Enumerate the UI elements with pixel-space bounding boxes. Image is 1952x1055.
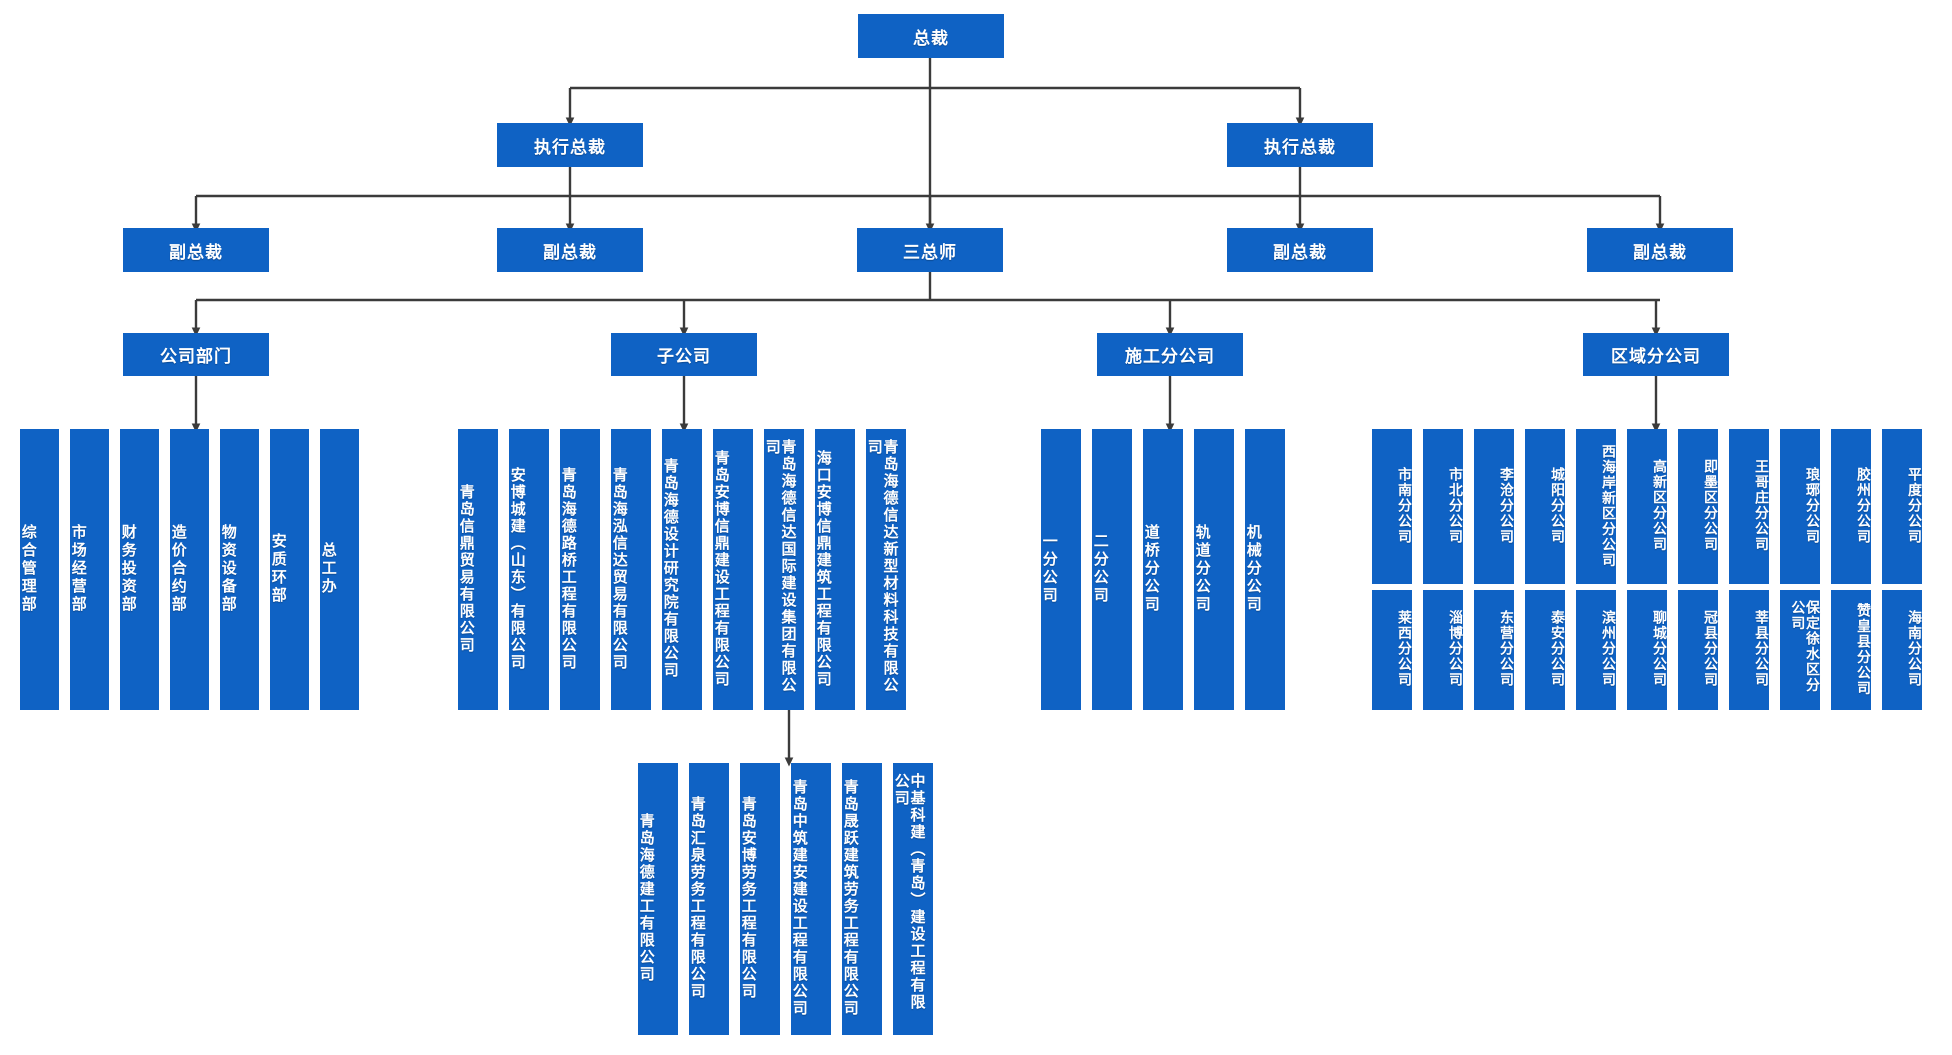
dept-box-5[interactable]: 物资设备部	[220, 429, 259, 710]
regional-branch-box-row2-8[interactable]: 莘县分公司	[1729, 590, 1770, 710]
regional-branch-box-3[interactable]: 李沧分公司	[1474, 429, 1515, 584]
node-president[interactable]: 总裁	[858, 14, 1004, 58]
regional-branch-box-6[interactable]: 高新区分公司	[1627, 429, 1668, 584]
construction-branch-box-2[interactable]: 二分公司	[1092, 429, 1132, 710]
subsidiary-labor-box-6[interactable]: 中基科建（青岛）建设工程有限公司	[893, 763, 933, 1035]
regional-branch-box-4[interactable]: 城阳分公司	[1525, 429, 1566, 584]
dept-box-2[interactable]: 市场经营部	[70, 429, 109, 710]
regional-branch-box-row2-11[interactable]: 海南分公司	[1882, 590, 1923, 710]
subsidiary-box-7[interactable]: 青岛海德信达国际建设集团有限公司	[764, 429, 804, 710]
subsidiary-box-4[interactable]: 青岛海泓信达贸易有限公司	[611, 429, 651, 710]
regional-branch-box-row2-10[interactable]: 赞皇县分公司	[1831, 590, 1872, 710]
construction-branch-box-4[interactable]: 轨道分公司	[1194, 429, 1234, 710]
subsidiary-box-6[interactable]: 青岛安博信鼎建设工程有限公司	[713, 429, 753, 710]
regional-branch-box-2[interactable]: 市北分公司	[1423, 429, 1464, 584]
subsidiary-box-3[interactable]: 青岛海德路桥工程有限公司	[560, 429, 600, 710]
dept-box-7[interactable]: 总工办	[320, 429, 359, 710]
node-regional-branches[interactable]: 区域分公司	[1583, 333, 1729, 376]
construction-branch-box-1[interactable]: 一分公司	[1041, 429, 1081, 710]
dept-box-6[interactable]: 安质环部	[270, 429, 309, 710]
subsidiary-labor-box-2[interactable]: 青岛汇泉劳务工程有限公司	[689, 763, 729, 1035]
node-exec-president-2[interactable]: 执行总裁	[1227, 123, 1373, 167]
regional-branch-box-10[interactable]: 胶州分公司	[1831, 429, 1872, 584]
regional-branch-box-11[interactable]: 平度分公司	[1882, 429, 1923, 584]
subsidiary-labor-box-1[interactable]: 青岛海德建工有限公司	[638, 763, 678, 1035]
dept-box-4[interactable]: 造价合约部	[170, 429, 209, 710]
regional-branch-box-row2-2[interactable]: 淄博分公司	[1423, 590, 1464, 710]
subsidiary-labor-box-5[interactable]: 青岛晟跃建筑劳务工程有限公司	[842, 763, 882, 1035]
regional-branch-box-1[interactable]: 市南分公司	[1372, 429, 1413, 584]
node-vice-president-3[interactable]: 副总裁	[1227, 228, 1373, 272]
node-vice-president-1[interactable]: 副总裁	[123, 228, 269, 272]
construction-branch-box-3[interactable]: 道桥分公司	[1143, 429, 1183, 710]
subsidiary-box-1[interactable]: 青岛信鼎贸易有限公司	[458, 429, 498, 710]
regional-branch-box-row2-9[interactable]: 保定徐水区分公司	[1780, 590, 1821, 710]
subsidiary-box-9[interactable]: 青岛海德信达新型材料科技有限公司	[866, 429, 906, 710]
regional-branch-box-row2-6[interactable]: 聊城分公司	[1627, 590, 1668, 710]
subsidiary-box-2[interactable]: 安博城建（山东）有限公司	[509, 429, 549, 710]
regional-branch-box-7[interactable]: 即墨区分公司	[1678, 429, 1719, 584]
dept-box-3[interactable]: 财务投资部	[120, 429, 159, 710]
construction-branch-box-5[interactable]: 机械分公司	[1245, 429, 1285, 710]
regional-branch-box-row2-1[interactable]: 莱西分公司	[1372, 590, 1413, 710]
node-chief-engineers[interactable]: 三总师	[857, 228, 1003, 272]
regional-branch-box-row2-5[interactable]: 滨州分公司	[1576, 590, 1617, 710]
subsidiary-box-5[interactable]: 青岛海德设计研究院有限公司	[662, 429, 702, 710]
dept-box-1[interactable]: 综合管理部	[20, 429, 59, 710]
regional-branch-box-5[interactable]: 西海岸新区分公司	[1576, 429, 1617, 584]
subsidiary-labor-box-4[interactable]: 青岛中筑建安建设工程有限公司	[791, 763, 831, 1035]
regional-branch-box-8[interactable]: 王哥庄分公司	[1729, 429, 1770, 584]
subsidiary-box-8[interactable]: 海口安博信鼎建筑工程有限公司	[815, 429, 855, 710]
node-subsidiaries[interactable]: 子公司	[611, 333, 757, 376]
subsidiary-labor-box-3[interactable]: 青岛安博劳务工程有限公司	[740, 763, 780, 1035]
node-vice-president-4[interactable]: 副总裁	[1587, 228, 1733, 272]
regional-branch-box-row2-7[interactable]: 冠县分公司	[1678, 590, 1719, 710]
regional-branch-box-9[interactable]: 琅琊分公司	[1780, 429, 1821, 584]
node-construction-branches[interactable]: 施工分公司	[1097, 333, 1243, 376]
node-vice-president-2[interactable]: 副总裁	[497, 228, 643, 272]
node-company-departments[interactable]: 公司部门	[123, 333, 269, 376]
node-exec-president-1[interactable]: 执行总裁	[497, 123, 643, 167]
regional-branch-box-row2-4[interactable]: 泰安分公司	[1525, 590, 1566, 710]
regional-branch-box-row2-3[interactable]: 东营分公司	[1474, 590, 1515, 710]
